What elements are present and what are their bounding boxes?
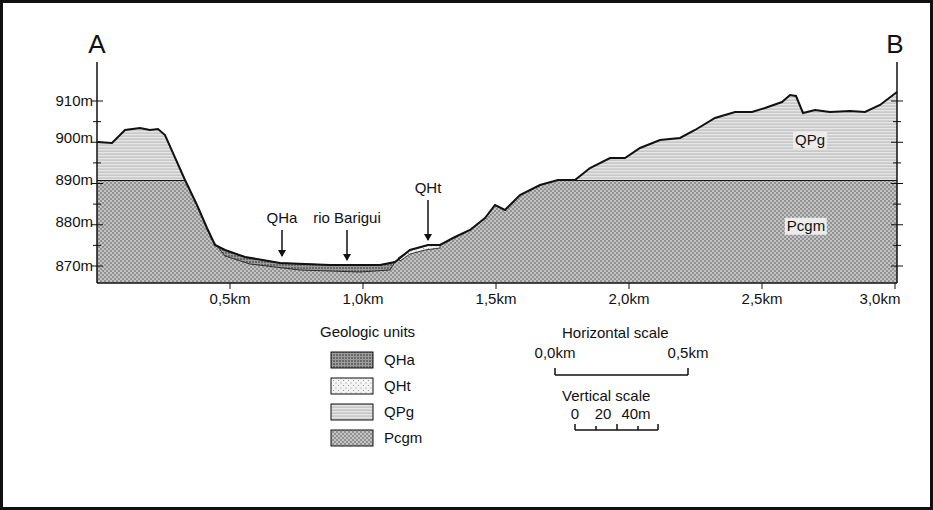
ground-surface [97, 92, 897, 265]
unit-label: QPg [793, 132, 827, 149]
tick [97, 142, 103, 143]
legend-text: Pcgm [384, 430, 422, 447]
pcgm-unit [97, 92, 897, 283]
unit-callout: QHt [415, 180, 442, 197]
tick [891, 224, 897, 225]
scale-number: 40m [621, 406, 650, 423]
scale-title: Horizontal scale [562, 325, 669, 342]
tick [897, 101, 903, 102]
distance-label: 1,5km [476, 291, 517, 308]
scale-number: 0 [571, 406, 579, 423]
scale-number: 0,0km [535, 345, 576, 362]
tick [363, 283, 364, 289]
river-callout: rio Barigui [313, 210, 381, 227]
bottom-axis [97, 282, 897, 284]
tick [897, 142, 903, 143]
unit-callout: QHa [267, 210, 298, 227]
legend-text: QHt [384, 378, 411, 395]
section-end: B [886, 30, 903, 59]
scale-title: Vertical scale [562, 388, 650, 405]
tick [897, 224, 903, 225]
elevation-label: 900m [55, 130, 93, 147]
swatch-fill [331, 378, 373, 394]
tick [891, 142, 897, 143]
tick [97, 224, 103, 225]
contact-line [97, 180, 185, 181]
distance-label: 3,0km [860, 291, 901, 308]
elevation-label: 880m [55, 214, 93, 231]
legend-title: Geologic units [320, 324, 415, 341]
legend-text: QHa [384, 352, 415, 369]
legend-swatch [330, 429, 374, 447]
swatch-fill [331, 404, 373, 420]
leader-arrow [281, 230, 283, 256]
scale-number: 0,5km [668, 345, 709, 362]
qpg-unit [97, 92, 897, 181]
leader-arrow [427, 200, 429, 240]
tick [891, 266, 897, 267]
horizontal-scale-bar [555, 368, 688, 375]
distance-label: 2,5km [742, 291, 783, 308]
distance-label: 0,5km [210, 291, 251, 308]
legend-swatch [330, 377, 374, 395]
tick [897, 266, 903, 267]
tick [97, 183, 103, 184]
scale-number: 20 [595, 406, 612, 423]
section-body [97, 92, 897, 283]
vertical-scale-bar [575, 424, 658, 430]
tick [897, 183, 903, 184]
right-axis [896, 62, 898, 283]
section-end: A [88, 30, 105, 59]
legend-swatch [330, 351, 374, 369]
elevation-label: 910m [55, 93, 93, 110]
tick [629, 283, 630, 289]
swatch-fill [331, 352, 373, 368]
tick [97, 266, 103, 267]
tick [891, 101, 897, 102]
legend-swatch [330, 403, 374, 421]
leader-arrow [346, 230, 348, 260]
distance-label: 1,0km [343, 291, 384, 308]
distance-label: 2,0km [609, 291, 650, 308]
tick [230, 283, 231, 289]
elevation-label: 890m [55, 172, 93, 189]
tick [97, 101, 103, 102]
tick [891, 183, 897, 184]
tick [496, 283, 497, 289]
legend-text: QPg [384, 404, 414, 421]
axis-ticks [91, 101, 903, 289]
contact-line [558, 180, 897, 181]
unit-label: Pcgm [785, 218, 827, 235]
tick [895, 283, 896, 289]
left-axis [96, 62, 98, 283]
elevation-label: 870m [55, 258, 93, 275]
tick [762, 283, 763, 289]
swatch-fill [331, 430, 373, 446]
